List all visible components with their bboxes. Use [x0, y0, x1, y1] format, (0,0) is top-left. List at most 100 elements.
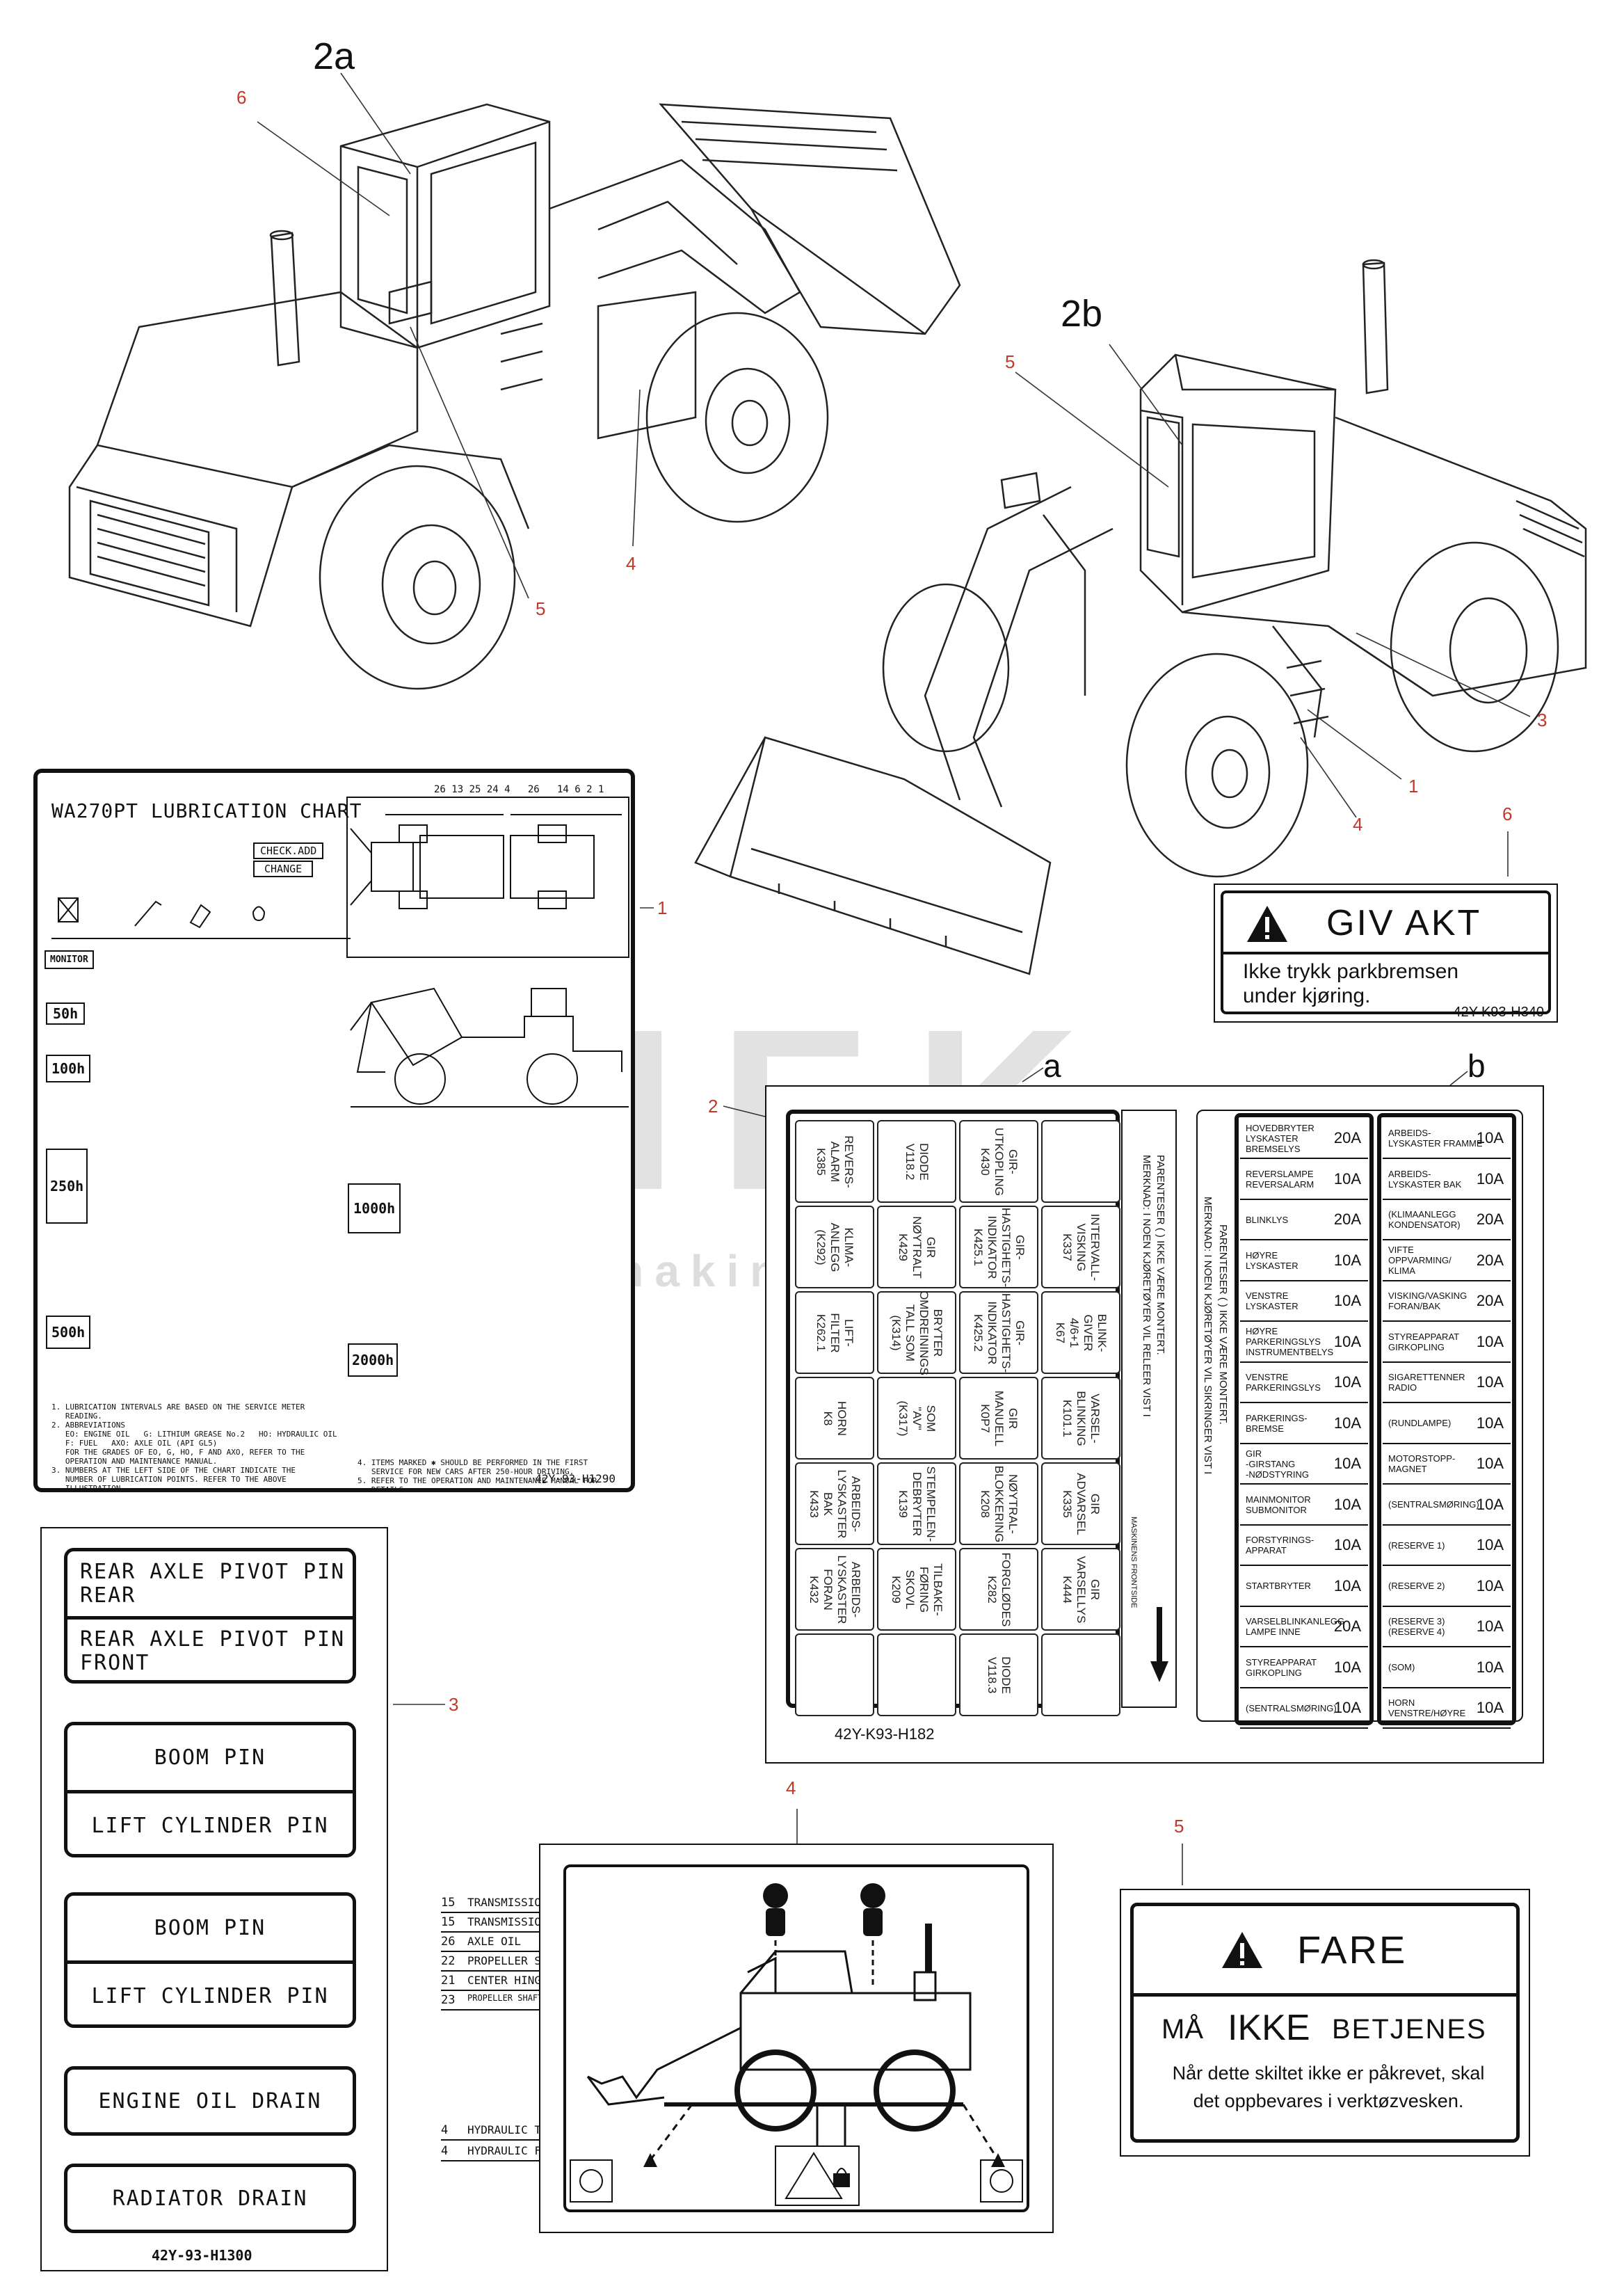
- relay-cell: [877, 1633, 956, 1716]
- lube-chart-title: WA270PT LUBRICATION CHART: [51, 799, 362, 822]
- plate-boom-pin-1: BOOM PIN: [67, 1725, 353, 1793]
- lube-header-icons: [51, 897, 351, 939]
- fuse-amperage: 10A: [1476, 1373, 1504, 1391]
- fuse-column-left: [1235, 1113, 1374, 1725]
- callout-5-left: 5: [536, 598, 546, 619]
- lube-row-item: AXLE OIL: [467, 1935, 522, 1948]
- callout-4-decal: 4: [786, 1777, 796, 1798]
- fuse-row: HØYRE LYSKASTER 10A: [1240, 1241, 1368, 1281]
- front-side-label: MASKINENS FRONTSIDE: [1129, 1517, 1138, 1608]
- plate-lift-cylinder-pin-2: LIFT CYLINDER PIN: [91, 1983, 329, 2008]
- fuse-label: STARTBRYTER: [1246, 1581, 1311, 1591]
- fuse-label: MOTORSTOPP- MAGNET: [1388, 1453, 1456, 1474]
- fuse-amperage: 10A: [1476, 1495, 1504, 1513]
- fuse-label: (SENTRALSMØRING): [1388, 1499, 1479, 1510]
- callout-5-right: 5: [1005, 351, 1015, 372]
- interval-2000h: 2000h: [348, 1343, 399, 1377]
- loader-crush-zone-pictogram: [570, 1883, 1023, 2206]
- loader-illustrations: [68, 72, 1587, 975]
- relay-cell-label: TILBAKE- FØRING SKOVL K209: [890, 1562, 944, 1616]
- relay-cell: GIR NØYTRALT K429: [877, 1206, 956, 1288]
- relay-cell-label: BLINK- GIVER 4/6+1 K67: [1054, 1313, 1109, 1352]
- relay-cell-label: GIR MANUELL K0P7: [979, 1390, 1020, 1446]
- relay-cell-label: GIR ADVARSEL K335: [1061, 1472, 1102, 1535]
- fuse-label: PARKERINGS- BREMSE: [1246, 1412, 1308, 1434]
- fare-line-1: Når dette skiltet ikke er påkrevet, skal: [1172, 2063, 1485, 2084]
- fuse-label: VISKING/VASKING FORAN/BAK: [1388, 1290, 1468, 1311]
- fuse-label: STYREAPPARAT GIRKOPLING: [1388, 1331, 1460, 1352]
- fuse-label: HØYRE LYSKASTER: [1246, 1249, 1299, 1271]
- fuse-row: (SENTRALSMØRING)10A: [1240, 1688, 1368, 1729]
- plate-rear-axle-pivot-front: REAR AXLE PIVOT PIN FRONT: [80, 1627, 346, 1675]
- fare-word-ikke: IKKE: [1228, 2008, 1310, 2048]
- relay-cell: BRYTER OMDREININGS TALL SOM (K314): [877, 1290, 956, 1375]
- lube-row-n: 15: [441, 1896, 456, 1910]
- fuse-amperage: 10A: [1476, 1576, 1504, 1594]
- relay-cell: BLINK- GIVER 4/6+1 K67: [1041, 1291, 1120, 1374]
- relay-cell: STEMPELEN- DEBRYTER K139: [877, 1462, 956, 1545]
- relay-cell-label: GIR- HASTIGHETS- INDIKATOR K425.1: [972, 1207, 1027, 1287]
- callout-3-right: 3: [1537, 710, 1547, 730]
- fuse-row: (RESERVE 3) (RESERVE 4)10A: [1383, 1607, 1511, 1647]
- plate-boom-pin-2: BOOM PIN: [67, 1896, 353, 1964]
- relay-side-note-1: MERKNAD: I NOEN KJØRETØYER VIL RELEER VI…: [1141, 1155, 1152, 1417]
- relay-cell: LIFT- FILTER K262.1: [795, 1291, 874, 1374]
- fuse-amperage: 10A: [1333, 1251, 1361, 1269]
- fare-word-betjenes: BETJENES: [1332, 2014, 1487, 2045]
- fuse-amperage: 10A: [1476, 1617, 1504, 1635]
- arrow-down-icon: [1150, 1607, 1168, 1682]
- callout-4-left: 4: [626, 553, 636, 574]
- plates-code: 42Y-93-H1300: [152, 2247, 252, 2264]
- fuse-row: (RESERVE 2)10A: [1383, 1567, 1511, 1607]
- plate-radiator-drain-label: RADIATOR DRAIN: [112, 2186, 308, 2211]
- fuse-amperage: 10A: [1333, 1576, 1361, 1594]
- fuse-amperage: 10A: [1476, 1699, 1504, 1716]
- plate-radiator-drain: RADIATOR DRAIN: [64, 2164, 356, 2233]
- fuse-amperage: 20A: [1333, 1210, 1361, 1228]
- decal-5-fare: [1120, 1889, 1530, 2157]
- fuse-row: (SOM)10A: [1383, 1648, 1511, 1688]
- fuse-label: STYREAPPARAT GIRKOPLING: [1246, 1656, 1317, 1678]
- lube-notes-right: 4. ITEMS MARKED ✱ SHOULD BE PERFORMED IN…: [357, 1458, 597, 1494]
- relay-side-note-2: PARENTESER ( ) IKKE VÆRE MONTERT.: [1155, 1155, 1166, 1355]
- interval-100h: 100h: [46, 1055, 91, 1082]
- fuse-row: (KLIMAANLEGG KONDENSATOR)20A: [1383, 1200, 1511, 1240]
- loader-right-drawing: [694, 259, 1587, 975]
- relay-cell: DIODE V118.2: [877, 1120, 956, 1203]
- loader-left-drawing: [68, 103, 961, 690]
- lube-row-n: 4: [441, 2144, 449, 2158]
- relay-cell-label: KLIMA- ANLEGG (K292): [814, 1222, 855, 1272]
- decal-1-lubrication-chart: WA270PT LUBRICATION CHART CHECK.ADD CHAN…: [33, 769, 664, 2161]
- relay-cell: GIR- UTKOPLING K430: [959, 1120, 1038, 1203]
- giv-akt-line-2: under kjøring.: [1243, 984, 1371, 1007]
- fuse-amperage: 10A: [1333, 1455, 1361, 1472]
- fuse-label: HORN VENSTRE/HØYRE: [1388, 1697, 1466, 1718]
- fuse-label: (KLIMAANLEGG KONDENSATOR): [1388, 1209, 1461, 1230]
- decal-4-inner: [563, 1864, 1029, 2212]
- callout-5-decal: 5: [1174, 1816, 1184, 1837]
- relay-panel-code: 42Y-K93-H182: [835, 1725, 935, 1743]
- fuse-label: (SENTRALSMØRING): [1246, 1702, 1337, 1713]
- fuse-row: HORN VENSTRE/HØYRE 10A: [1383, 1688, 1511, 1729]
- relay-cell-label: SOM "AV" (K317): [897, 1400, 938, 1437]
- relay-cell-label: GIR- HASTIGHETS- INDIKATOR K425.2: [972, 1293, 1027, 1373]
- fuse-label: (RUNDLAMPE): [1388, 1418, 1452, 1428]
- fuse-amperage: 10A: [1476, 1129, 1504, 1146]
- fuse-amperage: 20A: [1333, 1617, 1361, 1635]
- fuse-label: GIR -GIRSTANG -NØDSTYRING: [1246, 1448, 1309, 1480]
- lube-row-n: 23: [441, 1993, 456, 2007]
- fuse-label: MAINMONITOR SUBMONITOR: [1246, 1494, 1311, 1515]
- fuse-amperage: 10A: [1476, 1169, 1504, 1188]
- relay-cell: GIR VARSELLYS K444: [1041, 1548, 1120, 1631]
- fuse-amperage: 10A: [1333, 1495, 1361, 1513]
- relay-cell-label: BRYTER OMDREININGS TALL SOM (K314): [890, 1290, 944, 1375]
